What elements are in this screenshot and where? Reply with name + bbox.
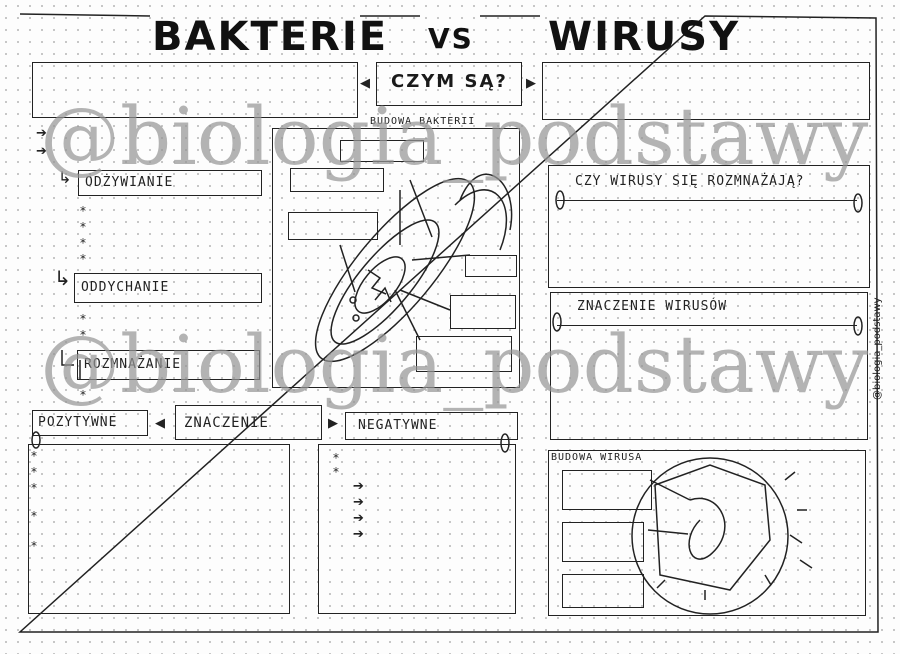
bacteria-definition-box[interactable] xyxy=(32,62,358,118)
arrow-right-icon: ➔ xyxy=(353,527,364,542)
bullet-star-icon: * xyxy=(80,236,86,250)
virus-significance-panel[interactable]: ZNACZENIE WIRUSÓW xyxy=(550,292,868,440)
positive-label: POZYTYWNE xyxy=(38,415,118,430)
arrow-right-icon: ➔ xyxy=(36,126,47,141)
bullet-star-icon: * xyxy=(80,388,86,402)
arrow-right-icon: ▶ xyxy=(328,416,338,431)
binder-rings xyxy=(31,190,863,453)
negative-label: NEGATYWNE xyxy=(358,418,438,433)
side-signature: @biologia_podstawy xyxy=(872,297,883,400)
arrow-left-icon: ◀ xyxy=(360,76,370,91)
bullet-star-icon: * xyxy=(31,449,37,463)
arrow-right-icon: ➔ xyxy=(353,479,364,494)
virus-reproduction-panel[interactable]: CZY WIRUSY SIĘ ROZMNAŻAJĄ? xyxy=(548,165,870,288)
virus-structure-label: BUDOWA WIRUSA xyxy=(551,452,643,463)
bacteria-label-blank[interactable] xyxy=(340,140,424,162)
bullet-star-icon: * xyxy=(80,312,86,326)
bacteria-label-blank[interactable] xyxy=(450,295,516,329)
virus-label-blank[interactable] xyxy=(562,574,644,608)
reproduction-label: ROZMNAŻANIE xyxy=(84,357,182,372)
turn-arrow-icon: ↳ xyxy=(54,266,71,290)
arrow-right-icon: ➔ xyxy=(36,144,47,159)
respiration-label: ODDYCHANIE xyxy=(81,280,170,295)
bacteria-structure-label: BUDOWA BAKTERII xyxy=(370,116,476,127)
bullet-star-icon: * xyxy=(31,509,37,523)
virus-structure-panel: BUDOWA WIRUSA xyxy=(548,450,866,616)
arrow-right-icon: ➔ xyxy=(353,495,364,510)
nutrition-label: ODŻYWIANIE xyxy=(85,175,174,190)
title-vs: VS xyxy=(428,22,474,55)
bacteria-label-blank[interactable] xyxy=(288,212,378,240)
bacteria-label-blank[interactable] xyxy=(290,168,384,192)
bullet-star-icon: * xyxy=(333,451,339,465)
virus-reproduction-question: CZY WIRUSY SIĘ ROZMNAŻAJĄ? xyxy=(575,174,805,189)
page-border xyxy=(18,13,879,633)
positive-header: POZYTYWNE xyxy=(32,410,148,436)
bullet-star-icon: * xyxy=(31,481,37,495)
virus-definition-box[interactable] xyxy=(542,62,870,120)
virus-label-blank[interactable] xyxy=(562,470,652,510)
virus-illustration xyxy=(631,457,813,615)
negative-header: NEGATYWNE xyxy=(345,412,518,440)
bullet-star-icon: * xyxy=(80,204,86,218)
negative-notes-box[interactable]: * * ➔ ➔ ➔ ➔ xyxy=(318,444,516,614)
bullet-star-icon: * xyxy=(31,539,37,553)
what-are-they-box: CZYM SĄ? xyxy=(376,62,522,106)
nutrition-box[interactable]: ODŻYWIANIE xyxy=(78,170,262,196)
bullet-star-icon: * xyxy=(333,465,339,479)
divider xyxy=(557,325,857,326)
arrow-right-icon: ▶ xyxy=(526,76,536,91)
title-viruses: WIRUSY xyxy=(548,14,741,60)
bullet-star-icon: * xyxy=(80,220,86,234)
significance-header: ZNACZENIE xyxy=(175,405,322,440)
bullet-star-icon: * xyxy=(80,252,86,266)
arrow-left-icon: ◀ xyxy=(155,416,165,431)
arrow-right-icon: ➔ xyxy=(353,511,364,526)
bacteria-label-blank[interactable] xyxy=(416,336,512,372)
respiration-box[interactable]: ODDYCHANIE xyxy=(74,273,262,303)
virus-label-blank[interactable] xyxy=(562,522,644,562)
positive-notes-box[interactable]: * * * * * xyxy=(28,444,290,614)
turn-arrow-icon: ↳ xyxy=(58,168,72,187)
reproduction-box[interactable]: ROZMNAŻANIE xyxy=(77,350,260,380)
what-are-they-label: CZYM SĄ? xyxy=(391,71,508,92)
bullet-star-icon: * xyxy=(31,465,37,479)
bacteria-structure-panel xyxy=(272,128,520,388)
virus-significance-label: ZNACZENIE WIRUSÓW xyxy=(577,299,728,314)
significance-label: ZNACZENIE xyxy=(184,415,269,431)
bullet-star-icon: * xyxy=(80,328,86,342)
title-bacteria: BAKTERIE xyxy=(152,14,389,60)
divider xyxy=(557,200,857,201)
bacterium-illustration xyxy=(314,173,513,363)
bacteria-label-blank[interactable] xyxy=(465,255,517,277)
